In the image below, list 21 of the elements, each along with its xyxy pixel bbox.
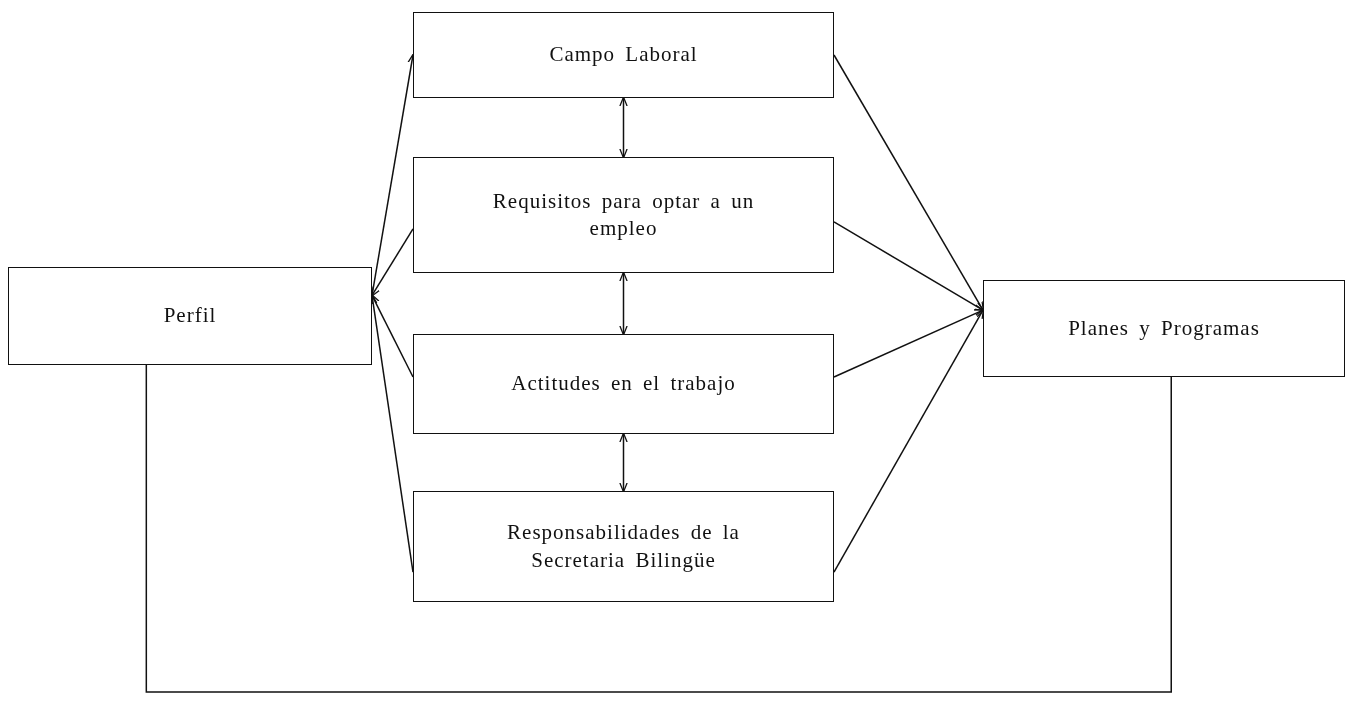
process-box <box>8 267 372 365</box>
arrow <box>619 271 628 336</box>
box-label: Responsabilidades de la Secretaria Bilingüe <box>506 519 741 574</box>
box-label: Planes y Programas <box>1068 314 1260 342</box>
box-label: Perfil <box>163 302 217 330</box>
arrow <box>833 309 985 378</box>
process-box <box>413 157 834 273</box>
arrow <box>619 96 628 159</box>
process-box <box>983 280 1345 377</box>
arrow <box>370 228 414 297</box>
process-box <box>413 491 834 602</box>
arrow <box>370 294 414 378</box>
process-box <box>413 12 834 98</box>
arrow <box>833 308 985 573</box>
connector-line <box>145 364 1172 693</box>
box-label: Requisitos para optar a un empleo <box>491 187 756 242</box>
arrow <box>619 432 628 493</box>
box-label: Campo Laboral <box>549 41 698 69</box>
arrow <box>833 221 985 312</box>
process-box <box>413 334 834 434</box>
box-label: Actitudes en el trabajo <box>511 370 736 398</box>
